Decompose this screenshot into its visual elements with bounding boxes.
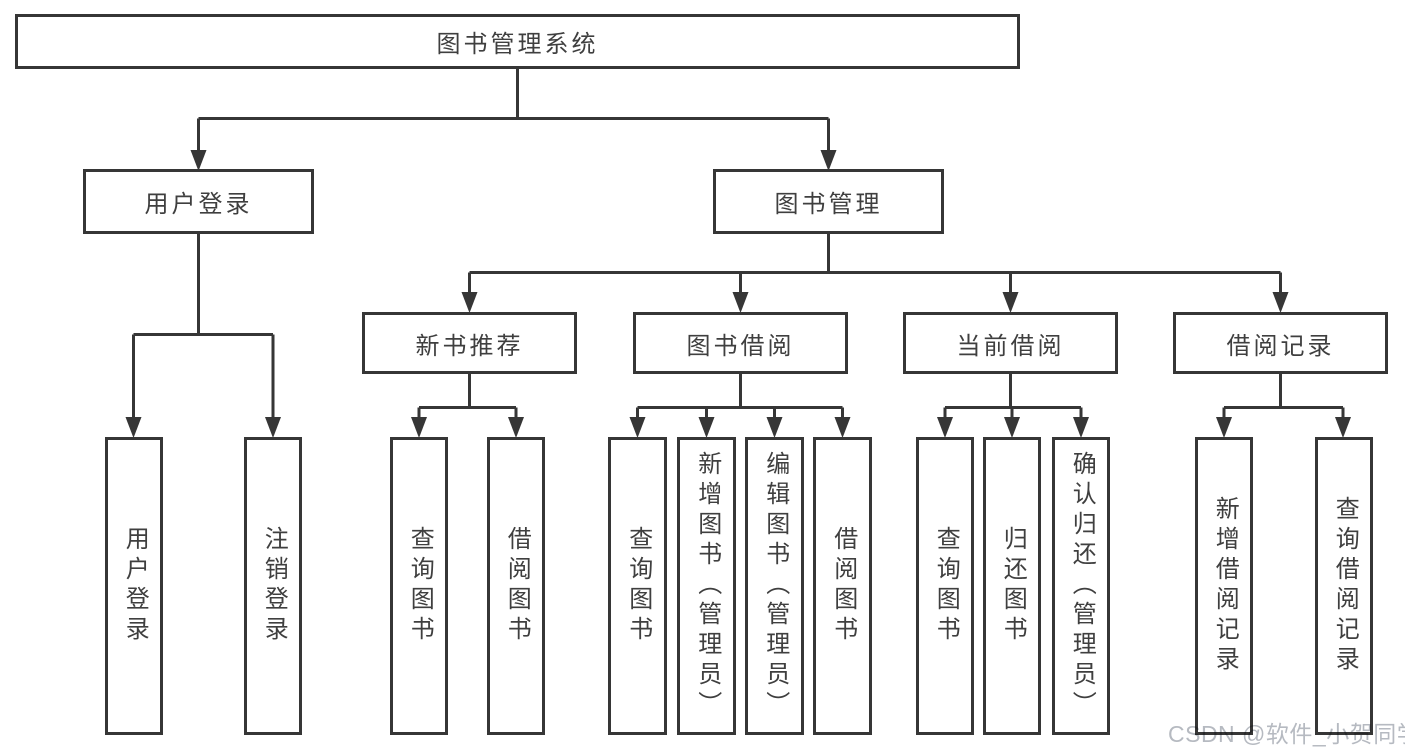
arrowhead: [834, 417, 851, 438]
arrowhead: [1004, 417, 1020, 438]
leaf-add-books-admin: 新增图书（管理员）: [677, 437, 736, 735]
arrowhead: [1335, 417, 1351, 438]
leaf-user-login: 用户登录: [105, 437, 163, 735]
arrowhead: [1002, 292, 1019, 313]
node-user-login: 用户登录: [83, 169, 314, 234]
node-new-book-recommendation: 新书推荐: [362, 312, 577, 374]
leaf-query-books-current: 查询图书: [916, 437, 974, 735]
leaf-edit-books-admin: 编辑图书（管理员）: [745, 437, 804, 735]
leaf-return-books: 归还图书: [983, 437, 1041, 735]
arrowhead: [411, 417, 427, 438]
arrowhead: [125, 417, 142, 438]
leaf-query-books-borrowing: 查询图书: [608, 437, 667, 735]
arrowhead: [1073, 417, 1089, 438]
arrowhead: [1272, 292, 1289, 313]
arrowhead: [508, 417, 524, 438]
arrowhead: [461, 292, 478, 313]
leaf-query-books-recommend: 查询图书: [390, 437, 448, 735]
node-current-borrowing: 当前借阅: [903, 312, 1118, 374]
node-book-borrowing: 图书借阅: [633, 312, 848, 374]
node-book-management-system: 图书管理系统: [15, 14, 1020, 69]
arrowhead: [629, 417, 646, 438]
arrowhead: [766, 417, 783, 438]
node-book-management: 图书管理: [713, 169, 944, 234]
leaf-confirm-return-admin: 确认归还（管理员）: [1052, 437, 1110, 735]
arrowhead: [1216, 417, 1232, 438]
tree-edges: [132, 68, 1345, 424]
csdn-watermark: CSDN @软件_小贺同学: [1168, 721, 1405, 747]
arrowhead: [190, 150, 207, 171]
leaf-borrow-books: 借阅图书: [813, 437, 872, 735]
arrowhead: [732, 292, 749, 313]
leaf-logout: 注销登录: [244, 437, 302, 735]
leaf-borrow-books-recommend: 借阅图书: [487, 437, 545, 735]
arrowhead: [265, 417, 281, 438]
leaf-add-borrow-record: 新增借阅记录: [1195, 437, 1253, 735]
arrowhead: [820, 150, 837, 171]
leaf-query-borrow-record: 查询借阅记录: [1315, 437, 1373, 735]
node-borrowing-records: 借阅记录: [1173, 312, 1388, 374]
arrowhead: [937, 417, 953, 438]
arrowhead: [698, 417, 715, 438]
